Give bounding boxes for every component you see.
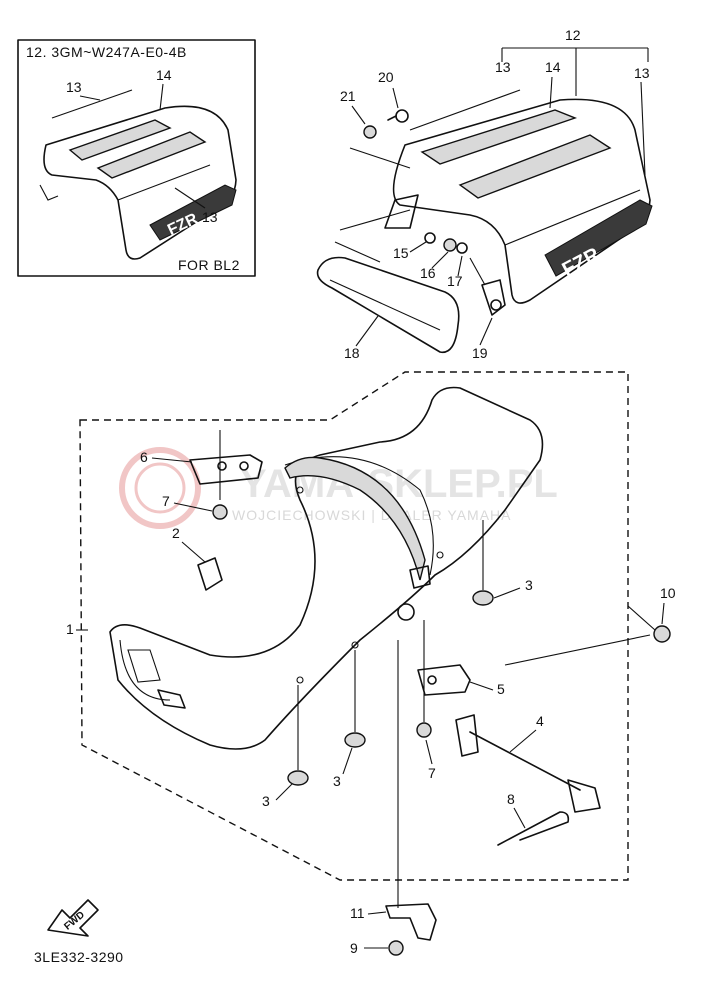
inset-frame [17,39,256,277]
callout-4: 4 [536,713,544,729]
inset-callout-13b: 13 [202,209,218,225]
callout-8: 8 [507,791,515,807]
damper-3c [287,685,309,786]
callout-11: 11 [350,905,365,921]
callout-6: 6 [140,449,148,465]
inset-callout-13a: 13 [66,79,82,95]
seat-1 [109,386,544,750]
callout-14: 14 [545,59,561,75]
damper-3a [472,520,494,606]
inset-code: 12. 3GM~W247A-E0-4B [26,44,187,60]
washer-10 [504,602,671,666]
damper-3b [344,650,366,748]
screw-20 [387,109,409,123]
tab-2 [197,557,223,591]
inset-callout-14: 14 [156,67,172,83]
callout-9: 9 [350,940,358,956]
callout-17: 17 [447,273,463,289]
callout-21: 21 [340,88,356,104]
inset-panel: 12. 3GM~W247A-E0-4B FOR BL2 FZR 13 14 13 [17,39,256,277]
diagram-code: 3LE332-3290 [34,949,124,965]
callout-2: 2 [172,525,180,541]
callout-13b: 13 [634,65,650,81]
seat-lock-4 [455,714,601,813]
callout-10: 10 [660,585,676,601]
bracket-5 [417,664,471,696]
callout-20: 20 [378,69,394,85]
callout-12: 12 [565,27,581,43]
callout-7b: 7 [428,765,436,781]
callout-3c: 3 [262,793,270,809]
hook-11 [385,903,437,941]
callout-5: 5 [497,681,505,697]
callout-1: 1 [66,621,74,637]
watermark: YAMA-SKLEP.PL WOJCIECHOWSKI | DEALER YAM… [119,447,558,529]
callout-16: 16 [420,265,436,281]
fwd-label: FWD [62,909,87,932]
nut-7-upper [212,504,228,520]
callout-15: 15 [393,245,409,261]
bracket-6 [189,430,263,500]
callout-13a: 13 [495,59,511,75]
nut-7-lower [416,620,432,738]
spring-8 [497,811,570,846]
callout-19: 19 [472,345,488,361]
assembly-boundary [79,371,629,881]
washer-21 [363,125,377,139]
grab-rail-18 [316,256,460,354]
inset-seat-cowl: FZR [39,105,237,260]
watermark-subtitle: WOJCIECHOWSKI | DEALER YAMAHA [232,507,512,523]
callout-3a: 3 [525,577,533,593]
seat-cowl: FZR [392,98,653,304]
callout-18: 18 [344,345,360,361]
callout-3b: 3 [333,773,341,789]
fwd-arrow-icon: FWD [47,899,99,937]
nut-9 [388,940,404,956]
callout-7a: 7 [162,493,170,509]
inset-note: FOR BL2 [178,257,240,273]
